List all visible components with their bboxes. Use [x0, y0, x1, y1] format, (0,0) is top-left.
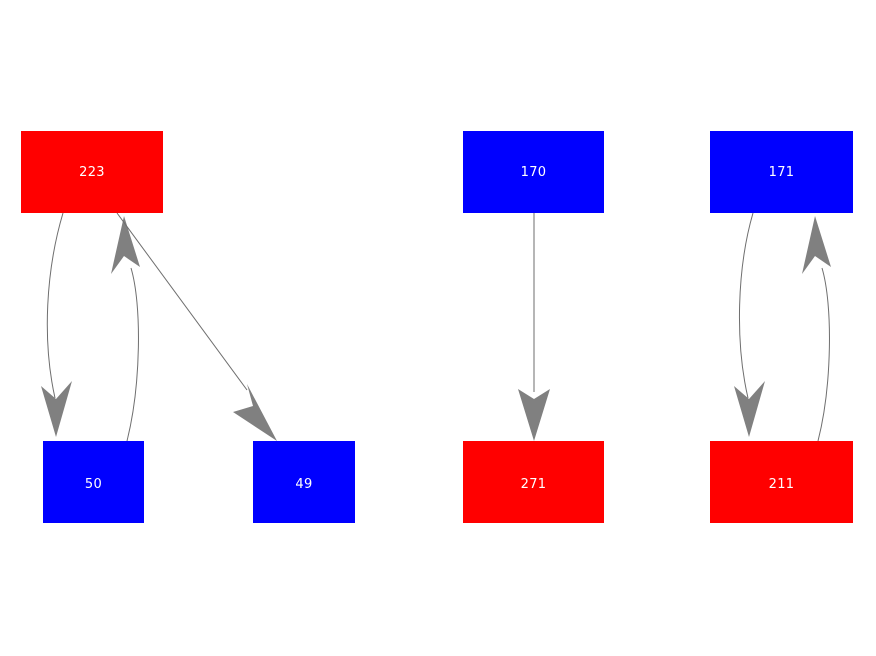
- edge-171-to-211[interactable]: [734, 212, 765, 437]
- edge-211-to-171[interactable]: [802, 216, 831, 442]
- edge-50-to-223[interactable]: [111, 216, 140, 442]
- node-50-label: 50: [84, 477, 103, 492]
- node-211[interactable]: 211: [710, 441, 853, 523]
- edge-223-to-49-arrowhead: [233, 384, 277, 441]
- node-50[interactable]: 50: [43, 441, 144, 523]
- edge-223-to-49-line: [116, 212, 248, 391]
- node-223[interactable]: 223: [21, 131, 163, 213]
- node-49-label: 49: [295, 477, 313, 492]
- node-271-label: 271: [520, 477, 547, 492]
- edge-171-to-211-line: [738, 212, 754, 399]
- edge-170-to-271-arrowhead: [518, 389, 550, 441]
- edge-223-to-50-arrowhead: [41, 381, 72, 437]
- edge-211-to-171-line: [817, 267, 830, 442]
- edge-223-to-50[interactable]: [41, 212, 72, 437]
- node-170[interactable]: 170: [463, 131, 604, 213]
- node-171-label: 171: [768, 165, 795, 180]
- node-170-label: 170: [520, 165, 547, 180]
- node-271[interactable]: 271: [463, 441, 604, 523]
- edge-223-to-49[interactable]: [116, 212, 277, 441]
- edge-50-to-223-line: [126, 267, 139, 442]
- edge-223-to-50-line: [46, 212, 64, 399]
- edge-170-to-271[interactable]: [518, 213, 550, 441]
- node-49[interactable]: 49: [253, 441, 355, 523]
- node-223-label: 223: [79, 165, 105, 180]
- edge-211-to-171-arrowhead: [802, 216, 831, 274]
- edge-50-to-223-arrowhead: [111, 216, 140, 274]
- edge-171-to-211-arrowhead: [734, 381, 765, 437]
- node-171[interactable]: 171: [710, 131, 853, 213]
- node-211-label: 211: [768, 477, 795, 492]
